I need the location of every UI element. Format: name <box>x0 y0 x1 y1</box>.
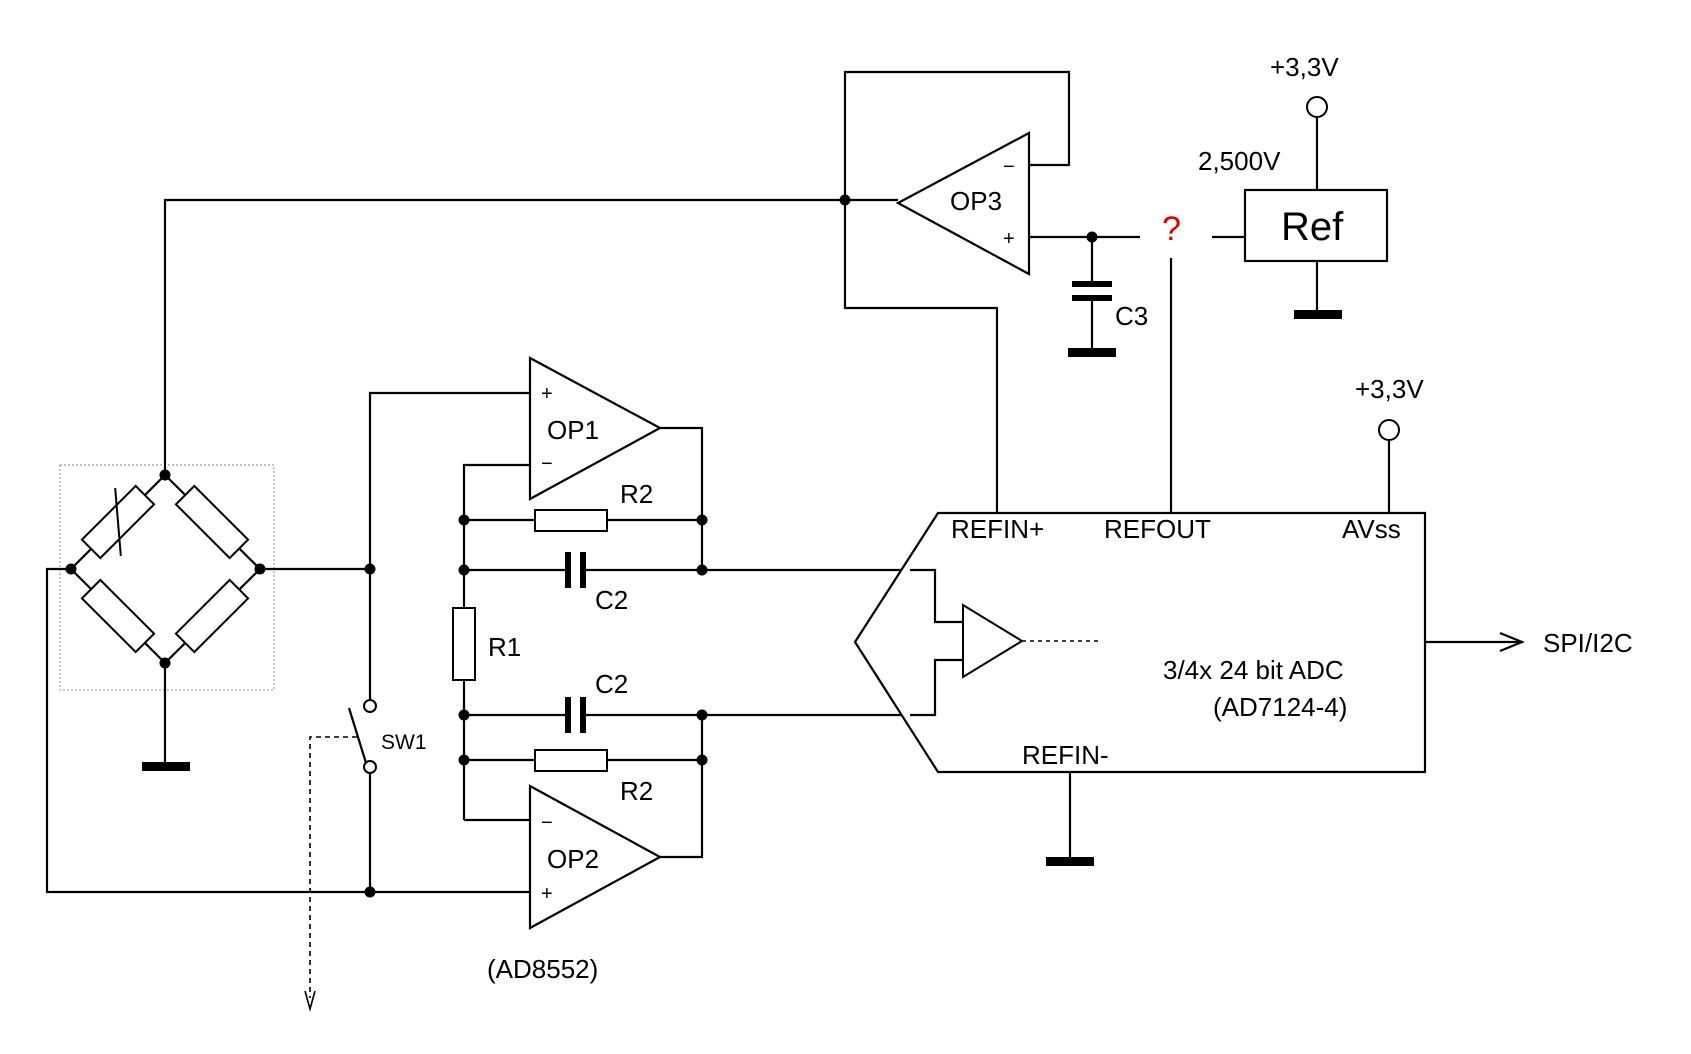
svg-text:−: − <box>541 812 553 834</box>
ref-label: Ref <box>1281 205 1344 249</box>
resistor-r1 <box>452 607 476 681</box>
refin-minus-label: REFIN- <box>1022 740 1109 770</box>
bridge-resistor-tl <box>80 484 156 560</box>
ground-symbol <box>142 762 190 771</box>
bridge-outline <box>59 464 275 691</box>
bridge-resistor-tr <box>174 484 250 560</box>
unknown-connection-mark: ? <box>1162 210 1181 248</box>
r2-bottom-label: R2 <box>620 776 653 806</box>
r2-top-label: R2 <box>620 479 653 509</box>
adc-block: REFIN+ REFOUT AVss REFIN- 3/4x 24 bit AD… <box>853 511 1427 774</box>
switch-sw1: SW1 <box>304 699 427 1012</box>
svg-text:+: + <box>541 883 553 905</box>
svg-text:+: + <box>1003 228 1015 250</box>
c2-top-label: C2 <box>595 585 628 615</box>
bridge-resistor-br <box>174 578 250 654</box>
op2-label: OP2 <box>547 844 599 874</box>
svg-text:+: + <box>541 383 553 405</box>
c3-label: C3 <box>1115 301 1148 331</box>
ground-symbol <box>1068 348 1116 357</box>
op3-label: OP3 <box>950 186 1002 216</box>
refin-plus-label: REFIN+ <box>951 514 1044 544</box>
ground-symbol <box>1046 857 1094 866</box>
bridge-resistor-bl <box>80 578 156 654</box>
refout-label: REFOUT <box>1104 514 1211 544</box>
sw1-label: SW1 <box>381 731 427 754</box>
opamp-part-label: (AD8552) <box>487 954 598 984</box>
svg-text:−: − <box>1003 156 1015 178</box>
op1-amplifier: + − OP1 <box>528 356 663 501</box>
c2-bottom-label: C2 <box>595 669 628 699</box>
svg-text:−: − <box>541 453 553 475</box>
op1-label: OP1 <box>547 415 599 445</box>
avss-label: AVss <box>1342 514 1401 544</box>
ref-block: Ref <box>1243 188 1389 263</box>
op2-amplifier: − + OP2 <box>528 784 663 930</box>
vref-value-label: 2,500V <box>1198 146 1281 176</box>
resistor-r2-top <box>534 509 608 532</box>
vcc-adc-label: +3,3V <box>1355 374 1424 404</box>
adc-part-label: (AD7124-4) <box>1213 692 1347 722</box>
interface-label: SPI/I2C <box>1543 628 1633 658</box>
vcc-ref-label: +3,3V <box>1270 52 1339 82</box>
bridge <box>59 464 275 771</box>
ground-symbol <box>1294 310 1342 319</box>
r1-label: R1 <box>488 632 521 662</box>
op3-amplifier: − + OP3 <box>895 131 1031 276</box>
adc-description: 3/4x 24 bit ADC <box>1163 655 1344 685</box>
resistor-r2-bottom <box>534 749 608 772</box>
